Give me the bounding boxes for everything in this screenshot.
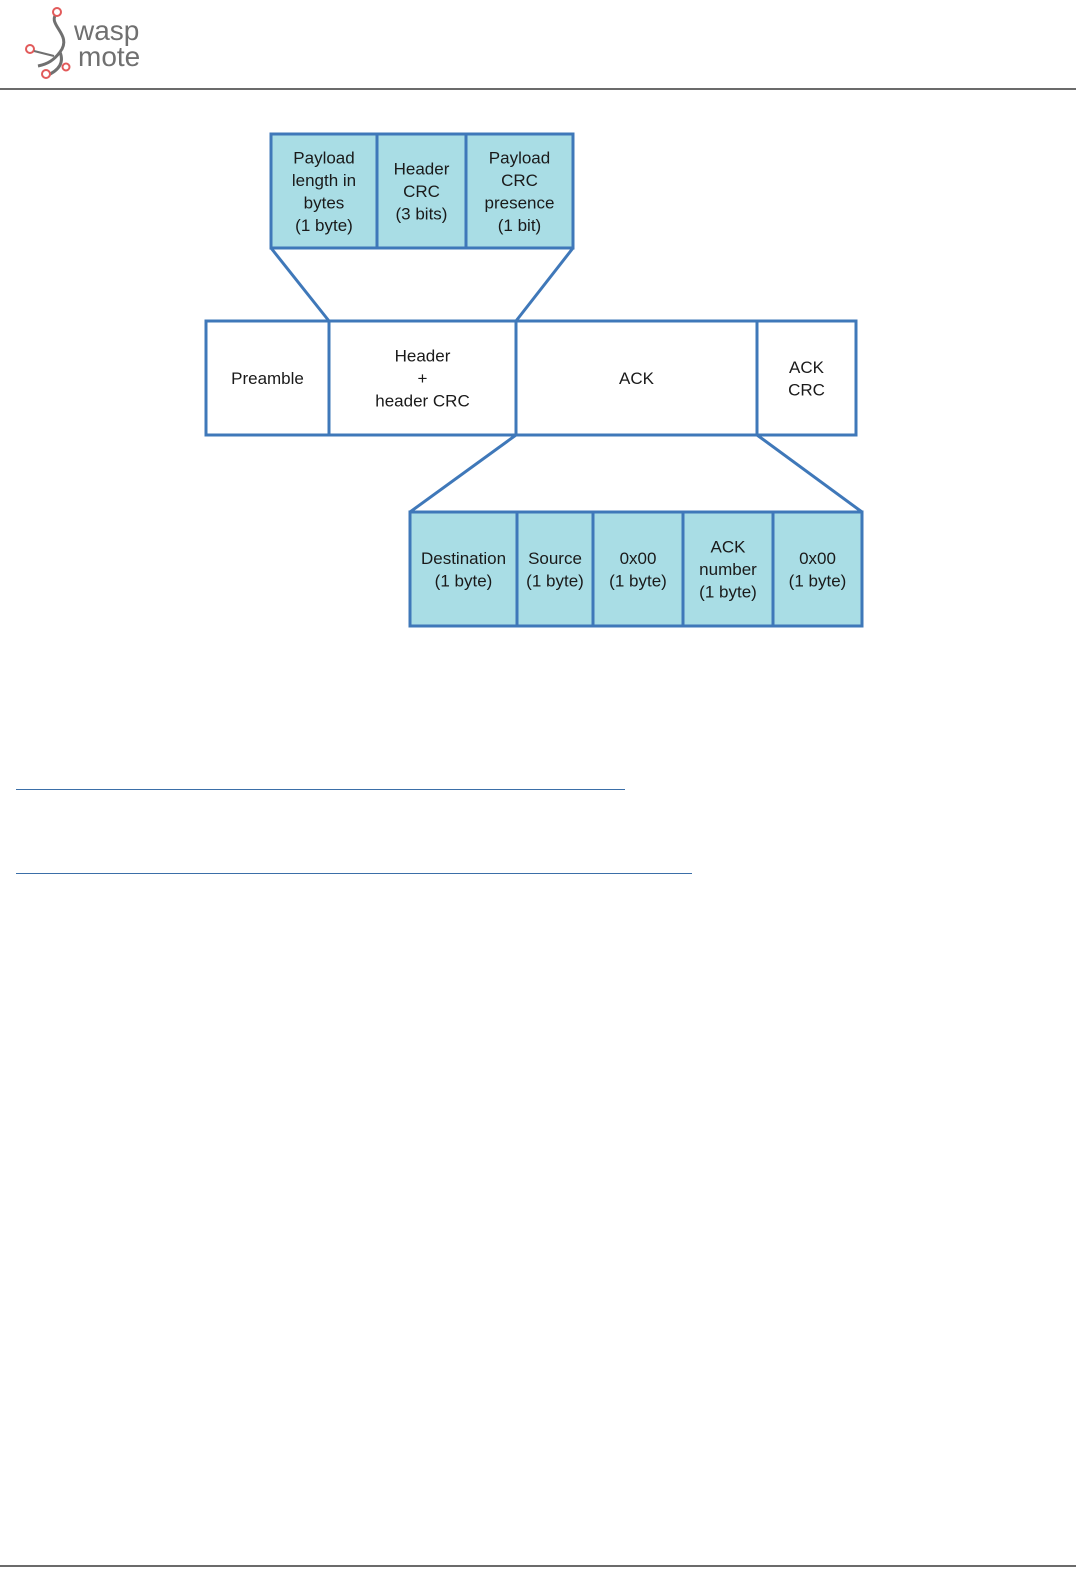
header-field-box [375, 132, 468, 250]
ack-field-label: number [699, 560, 757, 579]
frame-field-label: ACK [619, 369, 655, 388]
expansion-connector-line [409, 433, 517, 514]
ack-field-label: (1 byte) [526, 571, 584, 590]
ack-field-label: ACK [711, 538, 747, 557]
ack-field-label: 0x00 [799, 549, 836, 568]
logo-text-wasp: wasp [73, 15, 139, 46]
header-field-label: Payload [489, 148, 550, 167]
frame-field-label: header CRC [375, 392, 470, 411]
ack-field-box [515, 510, 595, 628]
frame-field: ACK [514, 319, 759, 437]
ack-field: ACK number (1 byte) [681, 510, 775, 628]
frame-field-label: Header [395, 347, 451, 366]
ack-field-box [681, 510, 775, 628]
frame-field-box [514, 319, 759, 437]
link-underline-1[interactable] [16, 789, 625, 790]
header-field-label: length in [292, 171, 356, 190]
ack-field-label: Destination [421, 549, 506, 568]
header-field: Payload length in bytes (1 byte) [269, 132, 379, 250]
header-field-label: Header [394, 160, 450, 179]
header-field-label: CRC [403, 182, 440, 201]
header-field-label: CRC [501, 171, 538, 190]
ack-field-label: (1 byte) [699, 583, 757, 602]
header-field-box [464, 132, 575, 250]
ack-field-label: Source [528, 549, 582, 568]
expansion-connector-line [514, 247, 575, 322]
frame-field: Header + header CRC [327, 319, 518, 437]
header-field-label: presence [485, 193, 555, 212]
ack-field-label: (1 byte) [435, 571, 493, 590]
ack-field-label: (1 byte) [609, 571, 667, 590]
waspmote-logo: wasp mote [14, 4, 184, 84]
header-field-label: (1 bit) [498, 216, 541, 235]
ack-field: 0x00 (1 byte) [771, 510, 864, 628]
frame-field: ACK CRC [755, 319, 858, 437]
frame-field-label: ACK [789, 358, 825, 377]
footer-divider [0, 1565, 1076, 1567]
header-field-label: (3 bits) [396, 205, 448, 224]
ack-field: 0x00 (1 byte) [591, 510, 685, 628]
frame-field-label: Preamble [231, 369, 304, 388]
header-divider [0, 88, 1076, 90]
ack-field-box [771, 510, 864, 628]
ack-field-label: 0x00 [620, 549, 657, 568]
expansion-connector-line [756, 433, 863, 514]
frame-field: Preamble [204, 319, 331, 437]
header-field-label: Payload [293, 148, 354, 167]
ack-field-label: (1 byte) [789, 571, 847, 590]
header-field-label: (1 byte) [295, 216, 353, 235]
frame-field-label: + [418, 369, 428, 388]
ack-field-box [591, 510, 685, 628]
link-underline-2[interactable] [16, 873, 692, 874]
waspmote-logo-graphic: wasp mote [25, 7, 140, 79]
expansion-connector-line [269, 247, 331, 322]
frame-field-box [327, 319, 518, 437]
frame-field-label: CRC [788, 380, 825, 399]
ack-field: Destination (1 byte) [408, 510, 519, 628]
header-field-label: bytes [304, 193, 345, 212]
logo-text-mote: mote [78, 41, 140, 72]
ack-field: Source (1 byte) [515, 510, 595, 628]
frame-field-box [755, 319, 858, 437]
ack-field-box [408, 510, 519, 628]
